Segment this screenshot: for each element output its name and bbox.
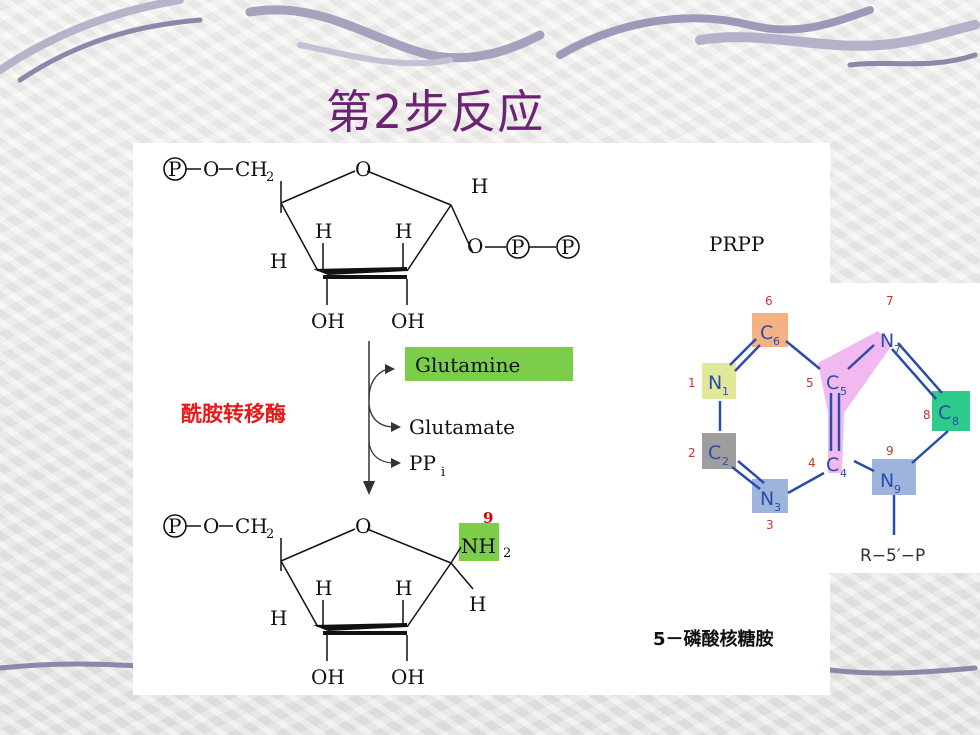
slide-title: 第2步反应	[326, 85, 545, 139]
ring-h-left: H	[270, 249, 287, 273]
ring-h2-bottom: H	[395, 576, 412, 600]
c6-box	[752, 313, 788, 347]
pos-9: 9	[886, 444, 894, 458]
hydroxyl-2-bottom: OH	[391, 665, 425, 689]
pyro-phosphate-1: P	[511, 235, 524, 259]
ring-oxygen-bottom: O	[355, 514, 371, 538]
n1-box	[702, 363, 736, 399]
anomeric-h: H	[471, 174, 488, 198]
phosphate-label: P	[168, 157, 181, 181]
phosphate-label-bottom: P	[168, 514, 181, 538]
decorative-swoosh-bottom	[0, 661, 978, 676]
purine-panel	[660, 283, 980, 573]
glutamate-label: Glutamate	[409, 415, 515, 439]
n9-box	[872, 459, 916, 495]
pos-7: 7	[886, 294, 894, 308]
hydroxyl-1: OH	[311, 309, 345, 333]
pos-8: 8	[923, 408, 931, 422]
svg-text:9: 9	[894, 483, 901, 496]
ring-h-left-bottom: H	[270, 606, 287, 630]
svg-text:4: 4	[840, 467, 847, 480]
atom-c6: C	[760, 322, 773, 344]
ring-oxygen: O	[355, 157, 371, 181]
n9-position-number: 9	[483, 509, 493, 527]
pos-4: 4	[808, 456, 816, 470]
ring-h1: H	[315, 219, 332, 243]
svg-text:7: 7	[894, 343, 901, 356]
atom-n9: N	[880, 470, 894, 492]
ppi-subscript: i	[441, 465, 445, 480]
nh2-box	[459, 523, 499, 561]
atom-c4: C	[826, 454, 839, 476]
purine-ring-diagram: C 6 6 N 1 1 C 5 5 N 7 7 C 8 8 C 2 2 C 4 …	[688, 294, 970, 566]
pos-6: 6	[765, 294, 773, 308]
pyro-phosphate-2: P	[561, 235, 574, 259]
ring-h1-bottom: H	[315, 576, 332, 600]
atom-n1: N	[708, 372, 722, 394]
svg-text:1: 1	[722, 385, 729, 398]
amine-label: NH	[461, 534, 496, 558]
n3-box	[752, 479, 788, 513]
atom-c5: C	[826, 372, 839, 394]
ring-h2: H	[395, 219, 412, 243]
ester-oxygen: O	[203, 157, 219, 181]
ch2-label: CH	[235, 157, 268, 181]
hydroxyl-2: OH	[391, 309, 425, 333]
ester-oxygen-bottom: O	[203, 514, 219, 538]
c8-box	[932, 391, 970, 431]
purine-atom-labels: C 6 6 N 1 1 C 5 5 N 7 7 C 8 8 C 2 2 C 4 …	[688, 294, 959, 566]
svg-text:2: 2	[722, 455, 729, 468]
ch2-subscript: 2	[266, 170, 274, 185]
phosphoribosylamine-molecule: P O CH 2 O 9 NH 2 H H H H OH OH	[163, 509, 511, 689]
anomeric-h-bottom: H	[469, 592, 486, 616]
ribose-phosphate-label: R−5′−P	[860, 546, 925, 566]
reaction-scheme: P O CH 2 O H H H H O P P OH OH PRPP	[163, 157, 774, 689]
atom-n3: N	[760, 488, 774, 510]
amine-subscript: 2	[503, 546, 511, 561]
svg-text:3: 3	[774, 501, 781, 514]
svg-text:8: 8	[952, 415, 959, 428]
glutamine-box	[405, 347, 573, 381]
atom-c2: C	[708, 442, 721, 464]
svg-text:6: 6	[773, 335, 780, 348]
prpp-label: PRPP	[709, 232, 764, 256]
prpp-molecule: P O CH 2 O H H H H O P P OH OH	[163, 157, 580, 333]
pos-5: 5	[806, 376, 814, 390]
decorative-swoosh-top	[0, 0, 980, 83]
c2-box	[702, 433, 736, 469]
ppi-label: PP	[409, 451, 436, 475]
pyro-oxygen: O	[467, 234, 483, 258]
glutamine-label: Glutamine	[415, 353, 520, 377]
ch2-subscript-bottom: 2	[266, 527, 274, 542]
product-name: 5－磷酸核糖胺	[653, 628, 774, 650]
pos-3: 3	[766, 518, 774, 532]
svg-text:5: 5	[840, 385, 847, 398]
atom-c8: C	[938, 402, 951, 424]
atom-n7: N	[880, 330, 894, 352]
enzyme-label: 酰胺转移酶	[181, 402, 286, 426]
hydroxyl-1-bottom: OH	[311, 665, 345, 689]
ch2-label-bottom: CH	[235, 514, 268, 538]
purine-highlight-band	[818, 331, 892, 473]
purine-bonds	[718, 338, 949, 535]
pos-1: 1	[688, 376, 696, 390]
pos-2: 2	[688, 446, 696, 460]
